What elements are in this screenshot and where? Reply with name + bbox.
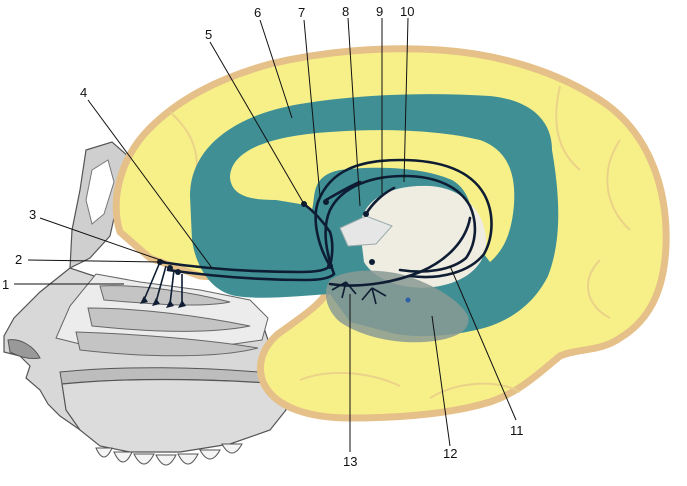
leader-8 — [347, 17, 361, 207]
sulcus — [555, 85, 581, 171]
label-6: 6 — [254, 5, 261, 20]
leader-11 — [449, 265, 517, 421]
synapse — [327, 263, 333, 269]
brain-hemisphere — [112, 45, 670, 422]
superior-concha — [99, 285, 231, 306]
number-labels: 1 2 3 4 5 6 7 8 9 10 11 12 13 — [2, 4, 524, 469]
olfactory-tract-2 — [166, 268, 336, 282]
olfactory-fiber — [169, 269, 175, 305]
inferior-concha — [75, 331, 259, 357]
label-12: 12 — [443, 446, 457, 461]
amygdala-terminal — [361, 287, 387, 305]
label-7: 7 — [298, 5, 305, 20]
sulcus — [586, 259, 611, 319]
leader-lines — [14, 17, 517, 452]
leader-3 — [39, 217, 167, 263]
frontal-sinus — [85, 159, 115, 225]
leader-10 — [403, 17, 409, 183]
label-11: 11 — [510, 423, 524, 438]
fiber-arrow — [140, 296, 148, 304]
tooth — [177, 453, 199, 465]
stria-medial — [314, 158, 493, 279]
label-2: 2 — [15, 252, 22, 267]
label-1: 1 — [2, 277, 9, 292]
leader-2 — [27, 259, 161, 263]
teeth — [95, 443, 243, 466]
thalamus — [360, 185, 487, 288]
fiber-arrow — [178, 300, 186, 308]
stria-lateral — [328, 216, 472, 287]
corpus-callosum — [230, 130, 515, 262]
label-9: 9 — [376, 4, 383, 19]
synapse — [167, 265, 173, 271]
leader-6 — [259, 19, 293, 119]
label-8: 8 — [342, 4, 349, 19]
middle-concha — [87, 307, 251, 332]
synapse — [363, 211, 369, 217]
olfactory-tract-1 — [158, 260, 332, 274]
amygdala-terminal — [331, 281, 357, 299]
fiber-arrow — [166, 300, 174, 308]
nostril — [7, 339, 41, 359]
label-5: 5 — [205, 27, 212, 42]
leader-4 — [87, 99, 213, 269]
label-4: 4 — [80, 85, 87, 100]
olfactory-fiber — [143, 261, 161, 301]
tooth — [221, 443, 243, 454]
skull-and-nasal-region — [3, 141, 287, 466]
synapse — [323, 199, 329, 205]
tooth — [133, 453, 155, 465]
synapse — [175, 269, 181, 275]
label-10: 10 — [400, 4, 414, 19]
fornix-tract — [302, 202, 334, 268]
leader-5 — [209, 41, 305, 205]
sulcus — [429, 382, 521, 399]
leader-12 — [431, 315, 451, 447]
label-3: 3 — [29, 207, 36, 222]
stria-terminalis — [324, 180, 362, 202]
fiber-arrow — [152, 298, 160, 306]
leader-7 — [303, 19, 321, 197]
stria-inner — [324, 174, 477, 276]
tooth — [95, 447, 113, 458]
olfactory-fiber — [155, 265, 167, 303]
receptor-dot — [405, 297, 411, 303]
fornix-wedge — [339, 215, 393, 247]
tooth — [199, 449, 221, 460]
olfactory-tracts — [140, 158, 493, 308]
tooth — [155, 454, 177, 466]
synapse — [369, 259, 375, 265]
upper-jaw — [61, 378, 287, 453]
tooth — [113, 451, 133, 463]
label-13: 13 — [343, 454, 357, 469]
sulcus — [606, 139, 631, 231]
